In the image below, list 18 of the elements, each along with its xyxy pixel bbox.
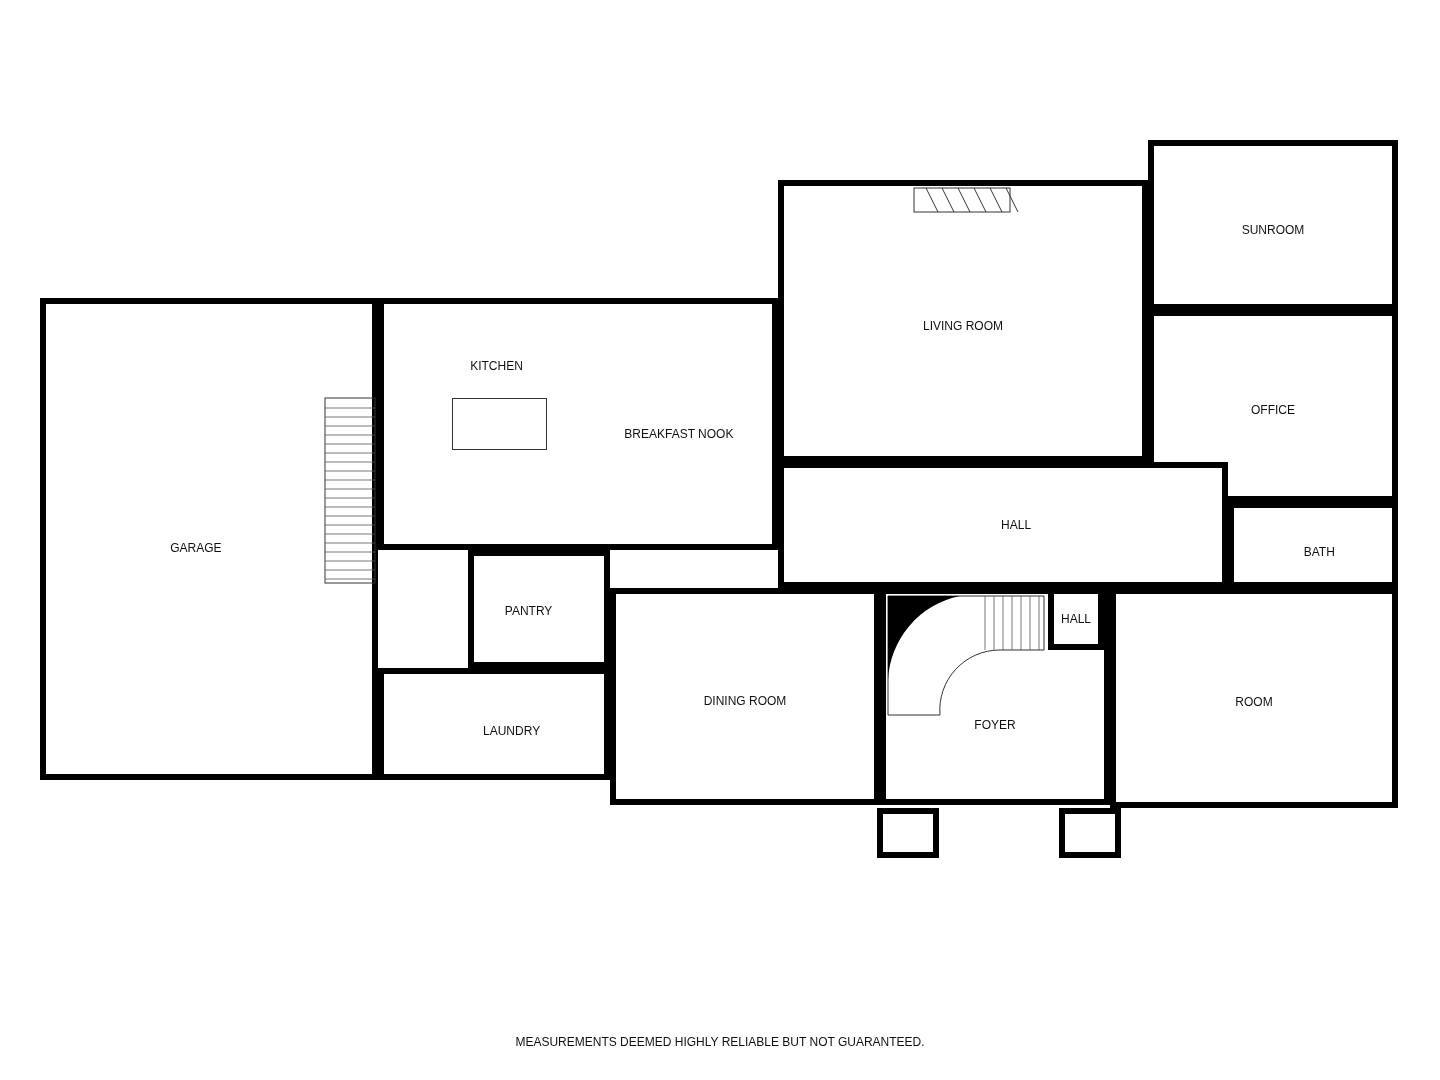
room-label: DINING ROOM: [703, 693, 787, 708]
room-label: FOYER: [974, 718, 1016, 733]
disclaimer-note: MEASUREMENTS DEEMED HIGHLY RELIABLE BUT NOT GUARANTEED.: [515, 1035, 925, 1049]
room-label: BATH: [1303, 545, 1335, 560]
room-outline: [40, 298, 378, 780]
room-label: LIVING ROOM: [923, 319, 1003, 334]
room-label: OFFICE: [1251, 402, 1295, 417]
room-label: ROOM: [1235, 695, 1273, 710]
kitchen-island: [452, 398, 547, 450]
room-label: PANTRY: [504, 604, 553, 619]
room-label: HALL: [1061, 612, 1091, 626]
room-label: KITCHEN: [470, 359, 523, 374]
room-label: LAUNDRY: [483, 724, 541, 738]
room-label: BREAKFAST NOOK: [624, 426, 734, 441]
room-label: HALL: [1001, 518, 1032, 532]
room-outline: [378, 298, 778, 550]
room-label: SUNROOM: [1241, 222, 1305, 237]
room-label: GARAGE: [170, 541, 222, 556]
